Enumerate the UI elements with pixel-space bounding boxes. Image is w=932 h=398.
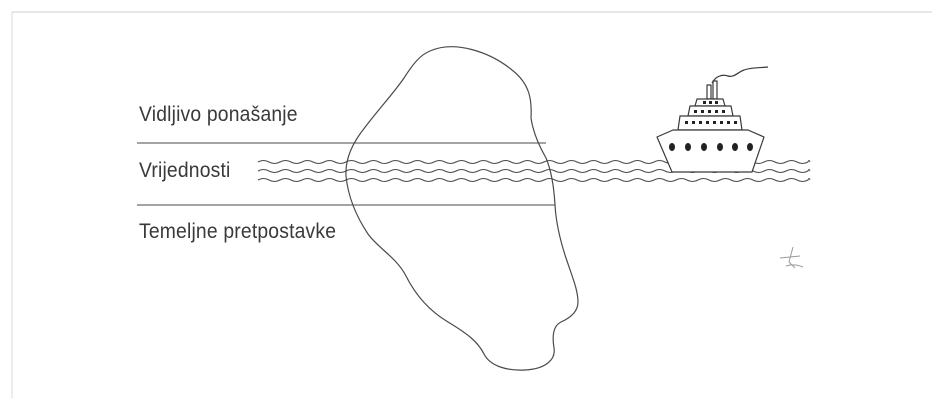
steamship-icon (657, 67, 768, 172)
signature-mark-icon (780, 247, 803, 268)
ship-funnel-right (713, 81, 717, 99)
label-values: Vrijednosti (139, 159, 231, 183)
ship-smoke (712, 67, 768, 83)
ship-funnel-left (707, 85, 711, 99)
iceberg-outline (346, 47, 578, 370)
ship-windows-top (703, 101, 718, 104)
wave-line (258, 179, 810, 182)
label-basic-assumptions: Temeljne pretpostavke (139, 220, 336, 244)
label-visible-behavior: Vidljivo ponašanje (139, 103, 298, 127)
ship-hull (657, 130, 764, 172)
